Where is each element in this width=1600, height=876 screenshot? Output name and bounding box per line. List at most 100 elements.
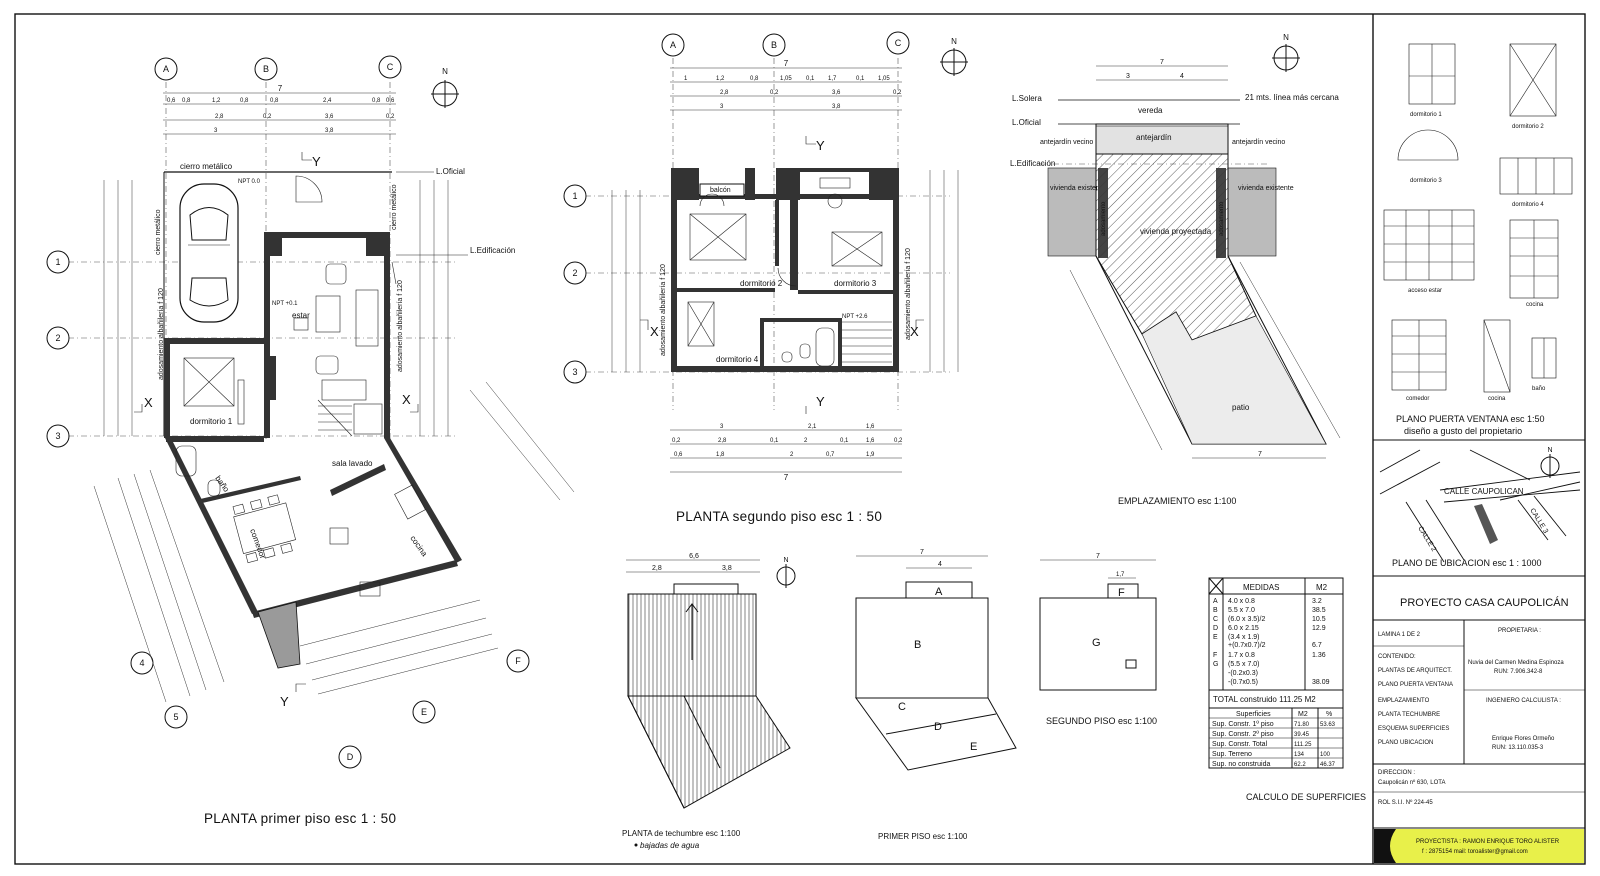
svg-text:B: B — [771, 40, 777, 50]
svg-text:M2: M2 — [1316, 583, 1328, 592]
north-arrow-second: N — [940, 37, 968, 76]
svg-text:46.37: 46.37 — [1320, 762, 1336, 768]
svg-text:LAMINA 1 DE 2: LAMINA 1 DE 2 — [1378, 632, 1421, 638]
svg-text:dormitorio 1: dormitorio 1 — [1410, 112, 1442, 118]
axis-e: E — [421, 707, 427, 717]
svg-text:3,8: 3,8 — [832, 104, 841, 110]
svg-text:PLANO PUERTA VENTANA: PLANO PUERTA VENTANA — [1378, 682, 1453, 688]
svg-text:Sup. Constr. 1º piso: Sup. Constr. 1º piso — [1212, 721, 1274, 728]
svg-text:0,8: 0,8 — [372, 98, 381, 104]
svg-text:adosamiento albañilería f 120: adosamiento albañilería f 120 — [158, 288, 165, 380]
axis-3: 3 — [55, 431, 60, 441]
bed-4 — [687, 301, 715, 347]
svg-text:(5.5 x 7.0): (5.5 x 7.0) — [1228, 661, 1260, 668]
svg-text:0,2: 0,2 — [894, 438, 903, 444]
svg-text:A: A — [1213, 598, 1218, 605]
svg-text:0,2: 0,2 — [672, 438, 681, 444]
svg-text:L.Oficial: L.Oficial — [1012, 118, 1041, 127]
svg-text:L.Edificación: L.Edificación — [1010, 159, 1055, 168]
svg-text:0,1: 0,1 — [770, 438, 779, 444]
axis-4: 4 — [139, 658, 144, 668]
svg-text:G: G — [1092, 637, 1101, 649]
room-dormitorio-1: dormitorio 1 — [190, 417, 233, 426]
svg-text:M2: M2 — [1298, 711, 1308, 718]
svg-text:38.09: 38.09 — [1312, 679, 1330, 686]
svg-text:N: N — [1283, 33, 1289, 42]
section-y-top: Y — [312, 154, 321, 169]
svg-text:(6.0 x 3.5)/2: (6.0 x 3.5)/2 — [1228, 616, 1265, 623]
svg-text:dormitorio 4: dormitorio 4 — [1512, 202, 1544, 208]
svg-text:6,6: 6,6 — [689, 553, 699, 560]
room-balcon: balcón — [710, 187, 731, 194]
svg-text:PROYECTISTA : RAMON ENRIQUE TO: PROYECTISTA : RAMON ENRIQUE TORO ALISTER — [1416, 839, 1560, 845]
svg-text:Caupolicán nº 630, LOTA: Caupolicán nº 630, LOTA — [1378, 779, 1445, 786]
section-x-left: X — [144, 395, 153, 410]
svg-text:C: C — [1213, 616, 1218, 623]
bed-1 — [183, 357, 245, 425]
kitchen-fixtures — [329, 484, 426, 597]
svg-text:vivienda existente: vivienda existente — [1050, 185, 1106, 192]
svg-text:adosamiento albañilería f 120: adosamiento albañilería f 120 — [397, 280, 404, 372]
svg-text:diseño a gusto del propietario: diseño a gusto del propietario — [1404, 426, 1522, 436]
svg-text:0,2: 0,2 — [386, 114, 395, 120]
north-arrow-first: N — [431, 67, 459, 108]
north-arrow-site: N — [1272, 33, 1300, 72]
second-floor-plan: A B C 1 2 3 7 1 1,2 0,8 1,05 — [563, 31, 968, 524]
svg-text:4: 4 — [938, 561, 942, 568]
svg-text:vivienda existente: vivienda existente — [1238, 185, 1294, 192]
axis-b: B — [263, 64, 269, 74]
svg-text:111.25: 111.25 — [1294, 742, 1312, 748]
svg-text:5.5 x 7.0: 5.5 x 7.0 — [1228, 607, 1255, 614]
svg-text:NPT +0.1: NPT +0.1 — [272, 301, 298, 307]
svg-text:Sup. no construida: Sup. no construida — [1212, 761, 1270, 768]
room-bano: baño — [213, 474, 231, 494]
svg-text:1,9: 1,9 — [866, 452, 875, 458]
axis-d: D — [347, 752, 354, 762]
svg-text:7: 7 — [784, 59, 789, 68]
svg-text:PLANTAS DE ARQUITECT.: PLANTAS DE ARQUITECT. — [1378, 668, 1452, 674]
axis-f: F — [515, 656, 521, 666]
svg-text:2,8: 2,8 — [720, 90, 729, 96]
roof-plan-title: PLANTA de techumbre esc 1:100 — [622, 829, 741, 838]
svg-text:G: G — [1213, 661, 1218, 668]
svg-text:antejardín vecino: antejardín vecino — [1040, 139, 1093, 146]
svg-text:2,4: 2,4 — [323, 98, 332, 104]
svg-text:adosamiento albañilería f 120: adosamiento albañilería f 120 — [905, 248, 912, 340]
project-title: PROYECTO CASA CAUPOLICÁN — [1400, 596, 1569, 609]
walls-first — [164, 232, 462, 618]
axis-c: C — [387, 62, 394, 72]
svg-text:0,8: 0,8 — [240, 98, 249, 104]
car-icon — [179, 183, 239, 323]
svg-text:0,6: 0,6 — [386, 98, 395, 104]
svg-text:1,05: 1,05 — [780, 76, 792, 82]
svg-text:dormitorio 3: dormitorio 3 — [1410, 178, 1442, 184]
svg-text:B: B — [914, 639, 921, 651]
axis-2: 2 — [55, 333, 60, 343]
svg-text:3,8: 3,8 — [722, 565, 732, 572]
svg-text:1,7: 1,7 — [828, 76, 837, 82]
svg-text:0,2: 0,2 — [263, 114, 272, 120]
axis-1: 1 — [55, 257, 60, 267]
svg-text:1,2: 1,2 — [212, 98, 221, 104]
svg-text:0,6: 0,6 — [674, 452, 683, 458]
second-floor-small-title: SEGUNDO PISO esc 1:100 — [1046, 716, 1157, 726]
svg-text:12.9: 12.9 — [1312, 625, 1326, 632]
svg-text:7: 7 — [784, 473, 789, 482]
svg-text:0,8: 0,8 — [182, 98, 191, 104]
svg-text:3: 3 — [720, 104, 724, 110]
dim-total: 7 — [278, 84, 283, 93]
svg-text:CONTENIDO:: CONTENIDO: — [1378, 654, 1416, 660]
svg-text:39.45: 39.45 — [1294, 732, 1310, 738]
svg-text:L.Solera: L.Solera — [1012, 94, 1042, 103]
svg-text:0,7: 0,7 — [826, 452, 835, 458]
areas-table-title: CALCULO DE SUPERFICIES — [1246, 792, 1366, 802]
svg-text:1,7: 1,7 — [1116, 572, 1125, 578]
svg-text:X: X — [910, 324, 919, 339]
svg-text:antejardín vecino: antejardín vecino — [1232, 139, 1285, 146]
svg-text:D: D — [1213, 625, 1218, 632]
svg-text:Nuvia del Carmen Medina Espino: Nuvia del Carmen Medina Espinoza — [1468, 660, 1564, 666]
svg-text:vereda: vereda — [1138, 106, 1163, 115]
svg-text:4.0 x 0.8: 4.0 x 0.8 — [1228, 598, 1255, 605]
site-plan-title: EMPLAZAMIENTO esc 1:100 — [1118, 496, 1236, 506]
svg-text:vivienda proyectada: vivienda proyectada — [1140, 227, 1212, 236]
